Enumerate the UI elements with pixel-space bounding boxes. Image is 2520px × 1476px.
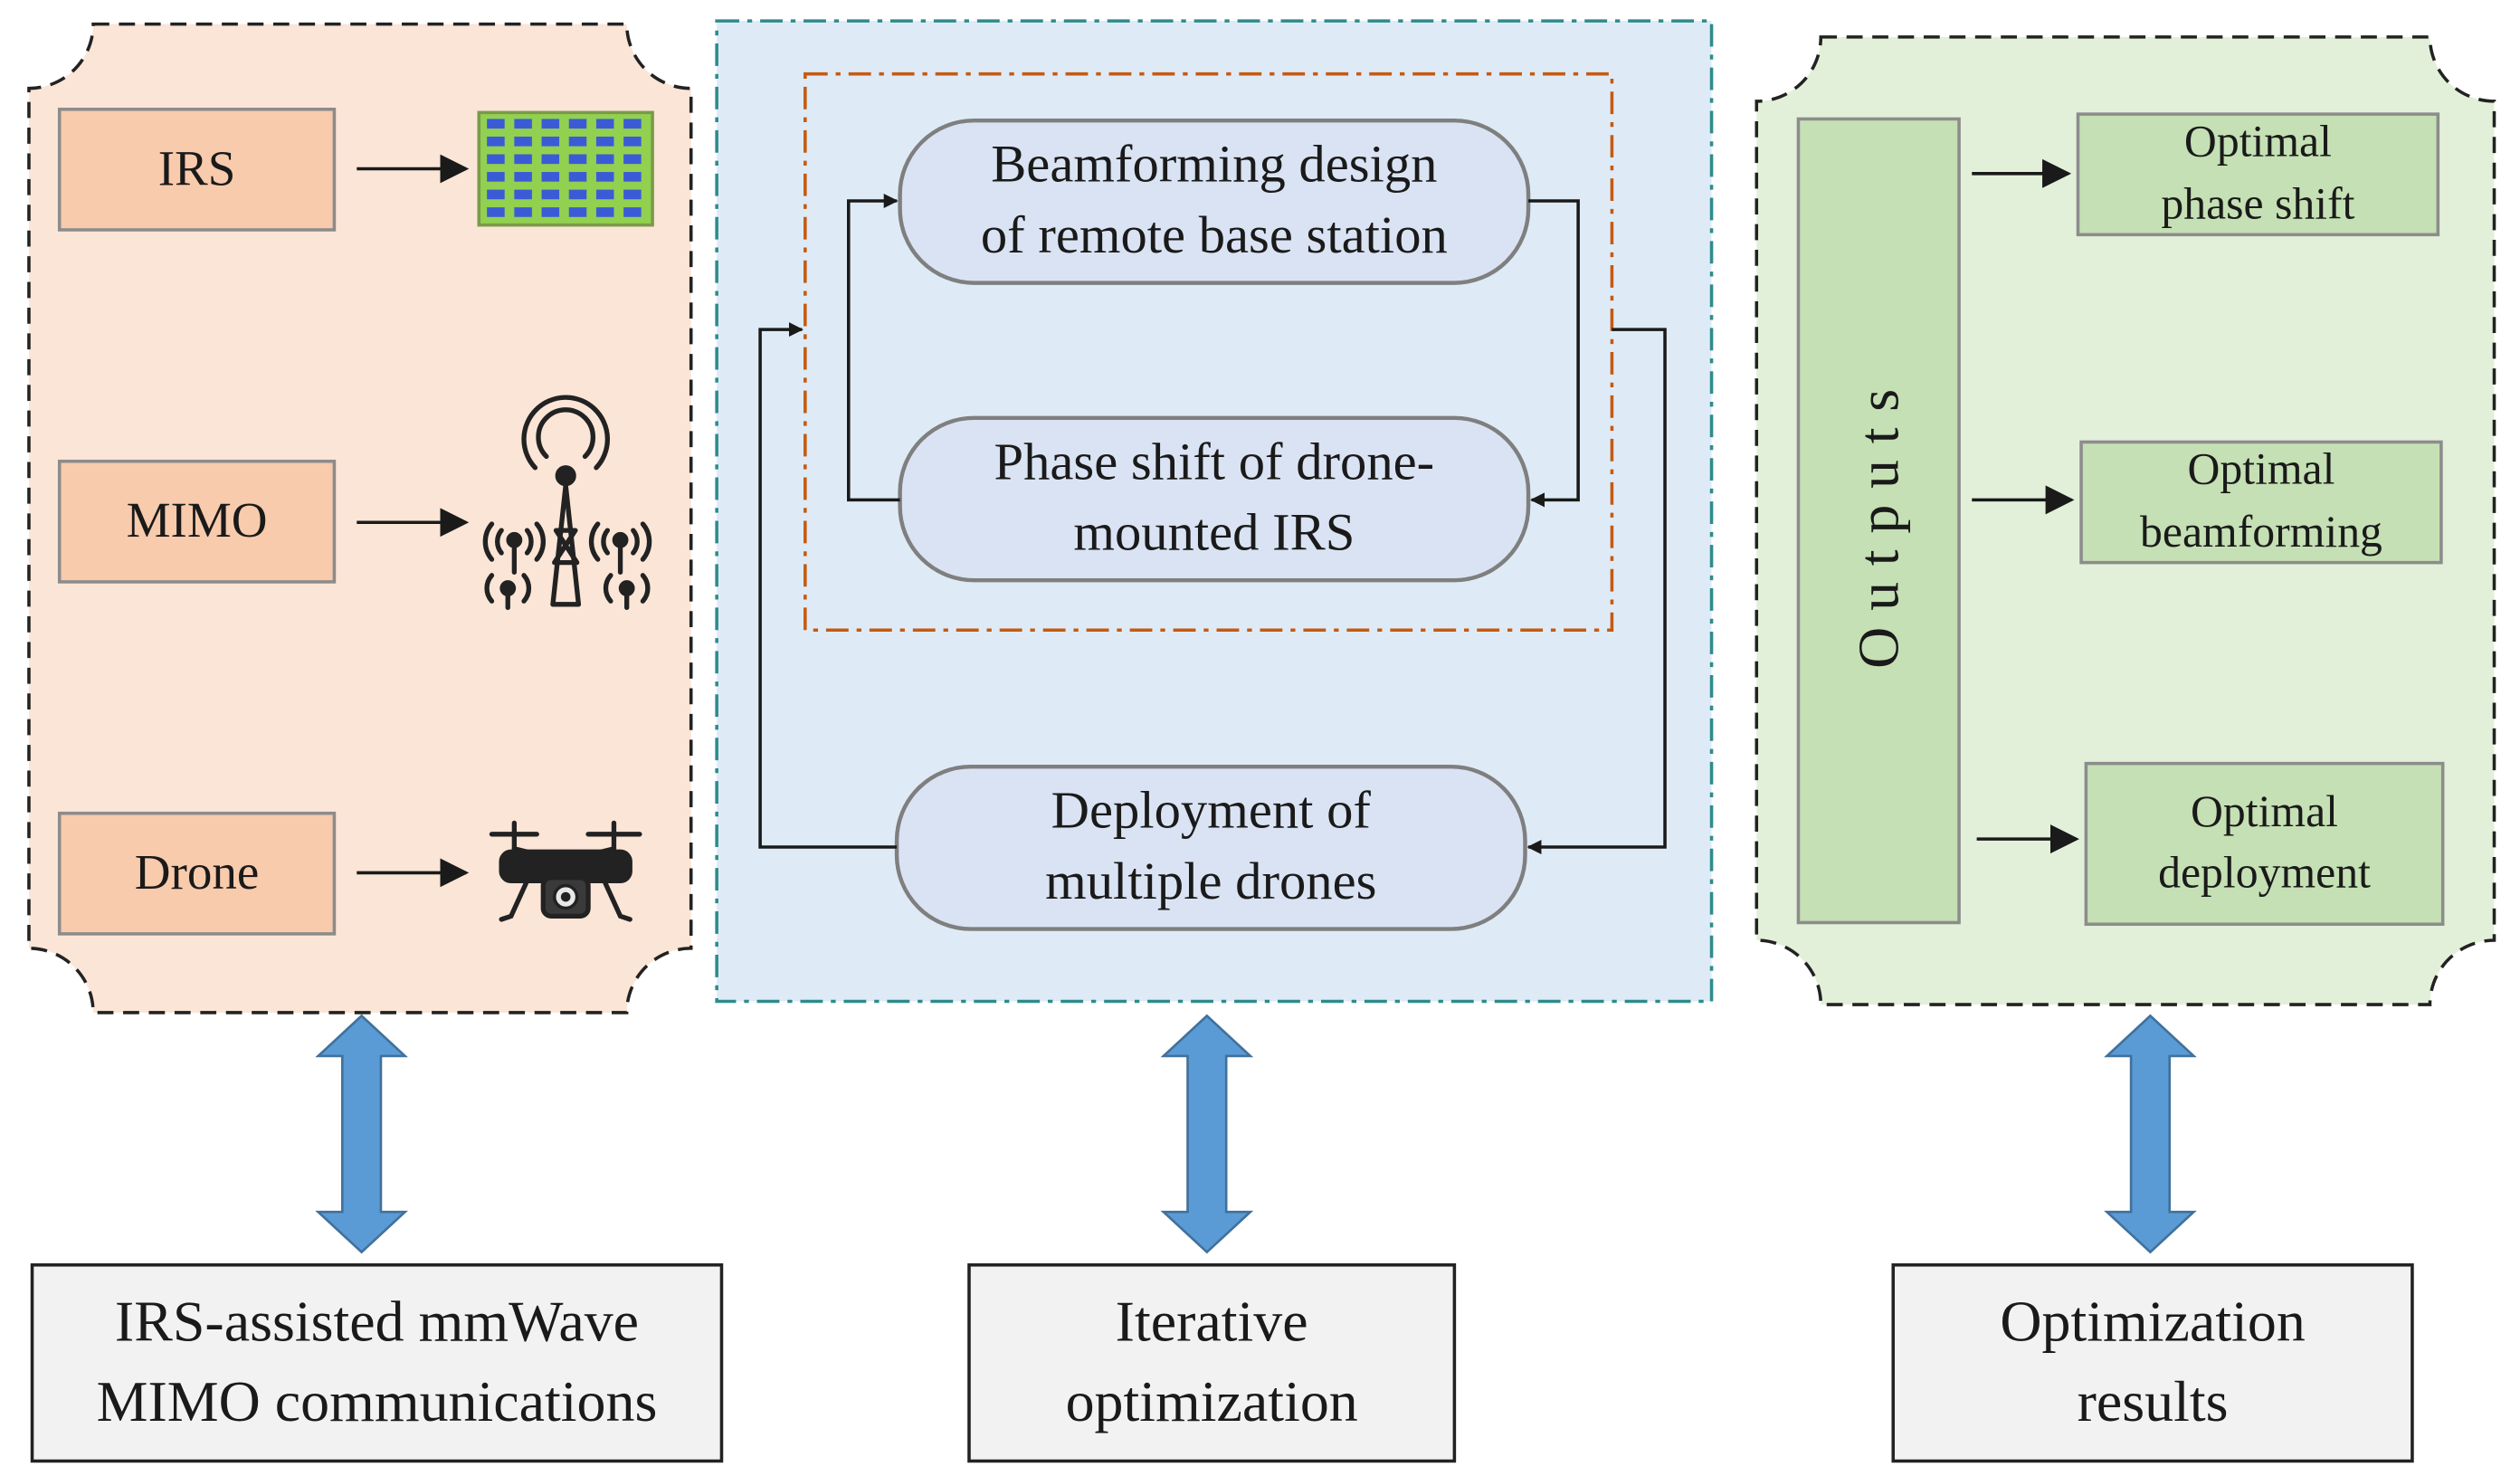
bottom-box-middle-bg [967, 1263, 1457, 1463]
irs-cell [568, 119, 587, 129]
irs-cell [623, 207, 642, 217]
inner-loop-frame [804, 71, 1614, 633]
irs-cell [623, 172, 642, 182]
loop-arrow-phase-to-beam [847, 194, 900, 502]
input-label-mimo: MIMO [126, 492, 268, 549]
irs-cell [487, 172, 505, 182]
double-arrow-right [2104, 1014, 2197, 1254]
irs-cell [568, 136, 587, 147]
irs-cell [487, 119, 505, 129]
irs-cell [487, 189, 505, 200]
irs-cell [595, 207, 614, 217]
bottom-box-left-bg [30, 1263, 724, 1463]
bottom-box-right-bg [1891, 1263, 2414, 1463]
mimo-box [57, 459, 337, 584]
output-phase-shift: Optimal phase shift [2161, 118, 2355, 230]
bottom-box-results: Optimization results [2000, 1290, 2306, 1434]
irs-cell [541, 189, 560, 200]
irs-cell [595, 189, 614, 200]
irs-cell [595, 172, 614, 182]
output-box-deployment [2084, 761, 2445, 927]
irs-cell [514, 207, 532, 217]
irs-cell [514, 136, 532, 147]
irs-cell [541, 154, 560, 165]
drone-box [57, 811, 337, 936]
irs-cell [595, 154, 614, 165]
bottom-box-communications: IRS-assisted mmWave MIMO communications [96, 1290, 658, 1434]
irs-cell [541, 119, 560, 129]
irs-cell [514, 154, 532, 165]
irs-cell [568, 207, 587, 217]
loop-arrow-beam-to-phase [1528, 199, 1580, 508]
loop-arrow-inner-to-deploy [1526, 328, 1667, 854]
bottom-box-iterative: Iterative optimization [1065, 1290, 1358, 1434]
irs-cell [487, 136, 505, 147]
irs-cell [487, 154, 505, 165]
irs-cell [541, 207, 560, 217]
irs-panel-icon [477, 110, 654, 227]
loop-arrow-deploy-to-inner [758, 322, 898, 849]
output-box-phase [2076, 112, 2440, 237]
irs-cell [514, 189, 532, 200]
outputs-bar [1796, 117, 1961, 925]
irs-cell [623, 189, 642, 200]
node-beamforming: Beamforming design of remote base statio… [980, 136, 1448, 265]
irs-cell [623, 154, 642, 165]
irs-cell [623, 119, 642, 129]
input-label-drone: Drone [134, 844, 260, 901]
node-deployment-bg [894, 764, 1527, 931]
node-deployment: Deployment of multiple drones [1045, 782, 1377, 911]
double-arrow-left [315, 1014, 408, 1254]
left-panel-frame [27, 22, 693, 1014]
drone-icon [489, 820, 642, 922]
irs-cell [568, 172, 587, 182]
antenna-tower-icon [482, 395, 652, 611]
irs-cell [514, 119, 532, 129]
double-arrow-middle [1160, 1014, 1254, 1254]
irs-cell [568, 154, 587, 165]
output-box-beamforming [2079, 440, 2443, 565]
irs-cell [514, 172, 532, 182]
irs-cell [595, 119, 614, 129]
irs-cell [487, 207, 505, 217]
output-deployment: Optimal deployment [2158, 787, 2371, 899]
outputs-label: Outputs [1846, 373, 1911, 669]
node-phase-shift: Phase shift of drone- mounted IRS [994, 433, 1435, 562]
irs-cell [541, 172, 560, 182]
irs-cell [623, 136, 642, 147]
irs-cell [595, 136, 614, 147]
input-label-irs: IRS [157, 140, 236, 197]
irs-box [57, 107, 337, 232]
irs-cell [568, 189, 587, 200]
output-beamforming: Optimal beamforming [2140, 445, 2382, 557]
irs-cell [541, 136, 560, 147]
